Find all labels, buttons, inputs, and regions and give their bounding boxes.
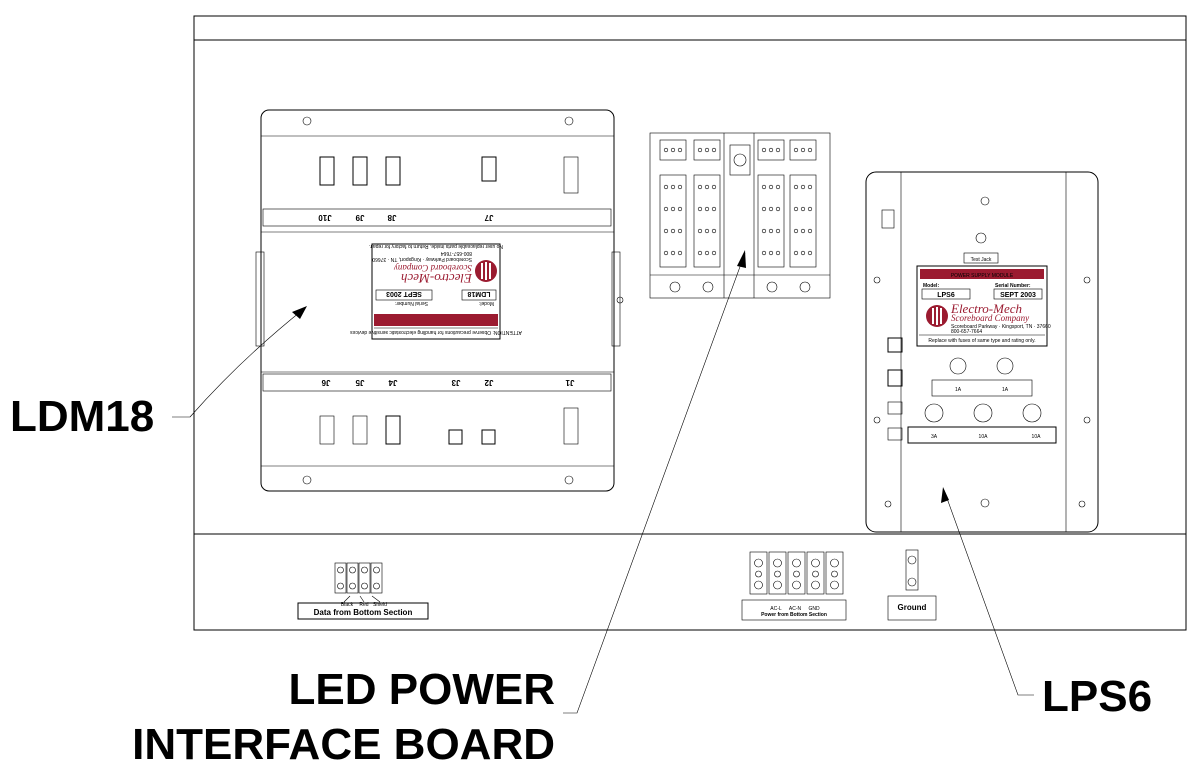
callout-ldm18-text: LDM18 (10, 392, 154, 441)
test-jack-icon (975, 232, 987, 244)
mount-hole-icon (302, 475, 312, 485)
data-terminal-label: Data from Bottom Section (314, 608, 413, 617)
power-terminal-label: Power from Bottom Section (761, 612, 827, 618)
callout-interface-text-line1: LED POWER (289, 665, 555, 714)
label-serial-caption: Serial Number: (995, 283, 1031, 289)
connector-label: J6 (321, 378, 330, 387)
label-title: POWER SUPPLY MODULE (951, 273, 1014, 279)
label-brand: Electro-Mech (401, 271, 473, 286)
ldm-product-label: ATTENTION: Observe precautions for handl… (350, 243, 522, 340)
terminal-screw (358, 562, 371, 594)
callout-led-power-interface-board: LED POWER INTERFACE BOARD (132, 250, 746, 769)
label-address: Scoreboard Parkway · Kingsport, TN · 376… (372, 256, 472, 262)
callout-ldm18: LDM18 (10, 306, 307, 441)
label-warning-text: No user replaceable parts inside. Return… (369, 243, 503, 249)
connector-label: J9 (355, 213, 364, 222)
label-warning-text: ATTENTION: Observe precautions for handl… (350, 329, 522, 335)
label-brand-sub: Scoreboard Company (951, 313, 1029, 323)
connector-label: J10 (318, 213, 332, 222)
terminal-screw (749, 551, 768, 595)
connector-header (659, 174, 687, 268)
callout-lps6: LPS6 (941, 487, 1152, 721)
wire-label: Black (341, 602, 354, 608)
fuse-rating: 3A (931, 434, 938, 440)
callout-lps6-text: LPS6 (1042, 672, 1152, 721)
connector-header (693, 139, 721, 161)
terminal-screw (346, 562, 359, 594)
lps-product-label: POWER SUPPLY MODULE Model: LPS6 Serial N… (916, 265, 1051, 347)
mount-hole-icon (980, 498, 990, 508)
connector-label: J2 (484, 378, 493, 387)
label-brand-sub: Scoreboard Company (394, 263, 472, 273)
data-terminal-block: Black Red Shield Data from Bottom Sectio… (297, 562, 429, 620)
label-phone: 800-657-7664 (441, 250, 472, 256)
label-model-value: LDM18 (467, 290, 490, 297)
label-brand: Electro-Mech (950, 301, 1022, 316)
wire-label: Red (359, 602, 368, 608)
callout-interface-text-line2: INTERFACE BOARD (132, 720, 555, 769)
connector-label: J5 (355, 378, 364, 387)
connector-label: J8 (387, 213, 396, 222)
mount-hole-icon (564, 116, 574, 126)
mount-hole-icon (564, 475, 574, 485)
ground-terminal: Ground (887, 549, 937, 621)
label-model-value: LPS6 (937, 292, 955, 299)
label-model-caption: Model: (923, 283, 939, 289)
connector-label: J3 (451, 378, 460, 387)
fuse-holder-icon (996, 357, 1014, 375)
connector-header (693, 174, 721, 268)
connector-label: J7 (484, 213, 493, 222)
wire-label: Shield (373, 602, 387, 608)
fuse-rating: 10A (1032, 434, 1042, 440)
power-terminal-block: AC-L AC-N GND Power from Bottom Section (741, 551, 847, 621)
terminal-screw (787, 551, 806, 595)
terminal-label: AC-N (789, 606, 802, 612)
mount-hole-icon (302, 116, 312, 126)
fuse-holder-icon (924, 403, 944, 423)
test-jack-label: Test Jack (971, 257, 992, 263)
ground-stud-icon (907, 555, 917, 565)
label-model-caption: Model: (479, 300, 494, 306)
label-fuse-note: Replace with fuses of same type and rati… (928, 338, 1035, 344)
lps6-module: Test Jack POWER SUPPLY MODULE Model: LPS… (865, 171, 1099, 533)
label-address: Scoreboard Parkway · Kingsport, TN · 376… (951, 324, 1051, 330)
fuse-holder-icon (949, 357, 967, 375)
fuse-holder-icon (1022, 403, 1042, 423)
terminal-screw (334, 562, 347, 594)
terminal-screw (825, 551, 844, 595)
connector-header (789, 174, 817, 268)
label-serial-caption: Serial Number: (395, 300, 428, 306)
label-phone: 800-657-7664 (951, 329, 982, 335)
connector-header (659, 139, 687, 161)
ldm18-module: J10 J9 J8 J7 J6 J5 J4 J3 J2 J1 ATTENTION… (255, 109, 621, 492)
connector-header (757, 139, 785, 161)
terminal-label: GND (808, 606, 820, 612)
mount-hole-icon (980, 196, 990, 206)
ground-stud-icon (907, 577, 917, 587)
connector-header (789, 139, 817, 161)
fuse-holder-icon (973, 403, 993, 423)
connector-header (757, 174, 785, 268)
enclosure (193, 15, 1187, 631)
terminal-screw (768, 551, 787, 595)
label-serial-value: SEPT 2003 (386, 290, 422, 297)
terminal-screw (370, 562, 383, 594)
led-power-interface-board (616, 132, 831, 304)
ground-label: Ground (898, 603, 927, 612)
connector-label: J1 (565, 378, 574, 387)
fuse-rating: 10A (979, 434, 989, 440)
fuse-rating: 1A (955, 387, 962, 393)
terminal-label: AC-L (770, 606, 782, 612)
label-serial-value: SEPT 2003 (1000, 292, 1036, 299)
terminal-screw (806, 551, 825, 595)
connector-label: J4 (388, 378, 397, 387)
fuse-rating: 1A (1002, 387, 1009, 393)
